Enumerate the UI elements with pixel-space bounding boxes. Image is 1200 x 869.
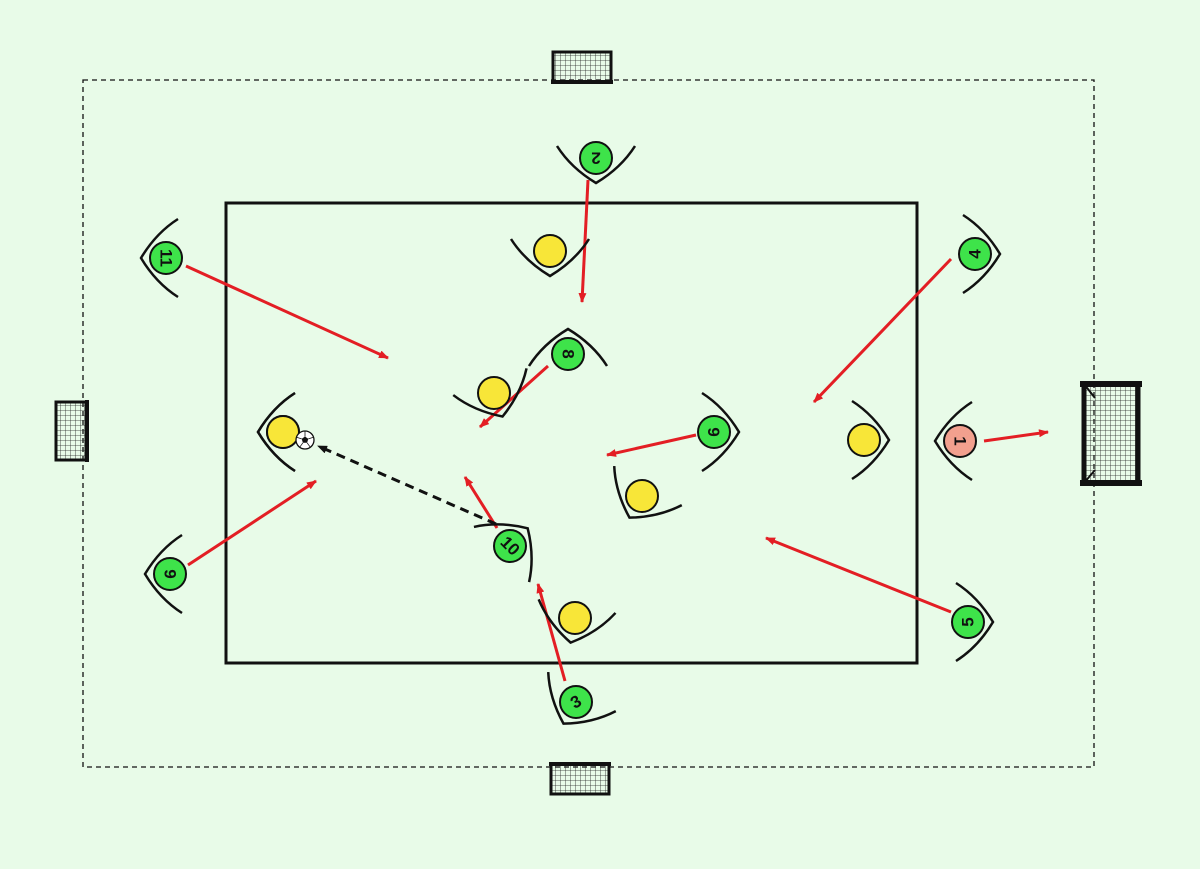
player-number: 4: [966, 249, 985, 259]
movement-arrow: [983, 429, 1049, 443]
player-shoulders: [139, 217, 179, 299]
goalkeeper-number: 1: [951, 436, 970, 445]
movement-arrow: [185, 264, 389, 360]
attacker-player: 2: [555, 141, 637, 185]
movement-arrow: [187, 479, 317, 567]
soccer-ball-icon: [295, 430, 315, 450]
movement-arrow: [812, 257, 953, 404]
player-number: 8: [559, 349, 578, 358]
player-shoulders: [933, 400, 973, 482]
player-shoulders: [955, 581, 995, 663]
player-number: 11: [157, 249, 176, 267]
defender-player: [847, 399, 891, 481]
attacker-player: 10: [473, 523, 533, 583]
player-number: 2: [591, 149, 600, 168]
attacker-player: 5: [951, 581, 995, 663]
player-number: 9: [161, 569, 180, 578]
player-shoulders: [509, 238, 591, 278]
inner-area: [224, 201, 919, 665]
goal-icon: [549, 762, 611, 796]
player-shoulders: [962, 213, 1002, 295]
player-shoulders: [701, 391, 741, 473]
goal-icon: [54, 400, 89, 462]
attacker-player: 4: [958, 213, 1002, 295]
attacker-player: 3: [546, 672, 617, 725]
players-layer: 2 11 8 4 9 10 6 5 3 1: [139, 141, 1002, 725]
attacker-player: 11: [139, 217, 183, 299]
player-number: 6: [705, 427, 724, 436]
defender-player: [509, 234, 591, 278]
movement-arrow: [765, 536, 952, 614]
movement-arrow: [536, 583, 567, 682]
pass-arrow: [317, 444, 497, 526]
player-number: 5: [959, 617, 978, 626]
goalkeeper-player: 1: [933, 400, 977, 482]
player-shoulders: [527, 327, 609, 367]
player-shoulders: [256, 391, 296, 473]
movement-arrow: [606, 433, 697, 457]
defender-player: [256, 391, 300, 473]
player-shoulders: [473, 523, 533, 583]
goal-icon: [1080, 381, 1142, 486]
arrows-layer: [185, 179, 1049, 682]
movement-arrow: [578, 179, 590, 303]
player-shoulders: [143, 533, 183, 615]
attacker-player: 9: [143, 533, 187, 615]
player-shoulders: [546, 672, 617, 725]
goal-icon: [551, 50, 613, 84]
attacker-player: 6: [697, 391, 741, 473]
player-shoulders: [851, 399, 891, 481]
defender-player: [537, 598, 617, 645]
movement-arrow: [478, 364, 550, 429]
player-shoulders: [612, 466, 683, 519]
defender-player: [612, 466, 683, 519]
defender-player: [452, 368, 528, 418]
attacker-player: 8: [527, 327, 609, 371]
player-shoulders: [555, 145, 637, 185]
player-shoulders: [537, 598, 617, 645]
movement-arrow: [463, 476, 499, 529]
player-shoulders: [452, 368, 528, 418]
